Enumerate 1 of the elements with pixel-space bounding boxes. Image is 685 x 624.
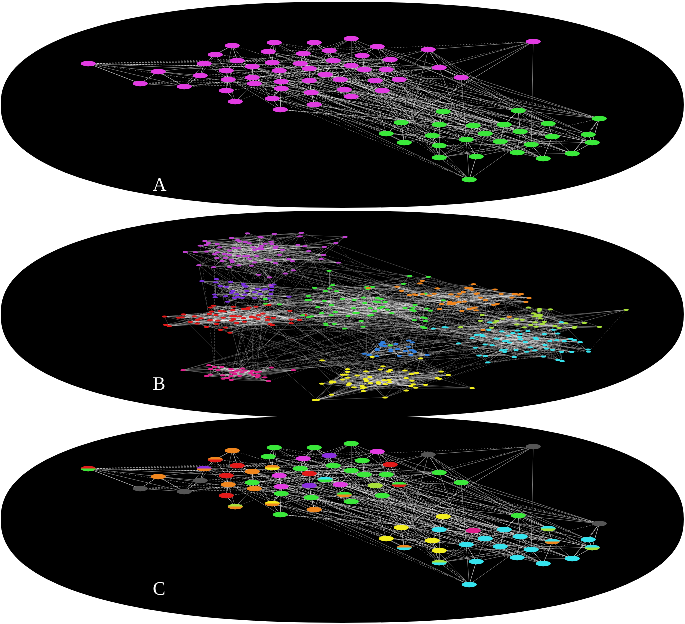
panel-label: B [153, 375, 166, 394]
